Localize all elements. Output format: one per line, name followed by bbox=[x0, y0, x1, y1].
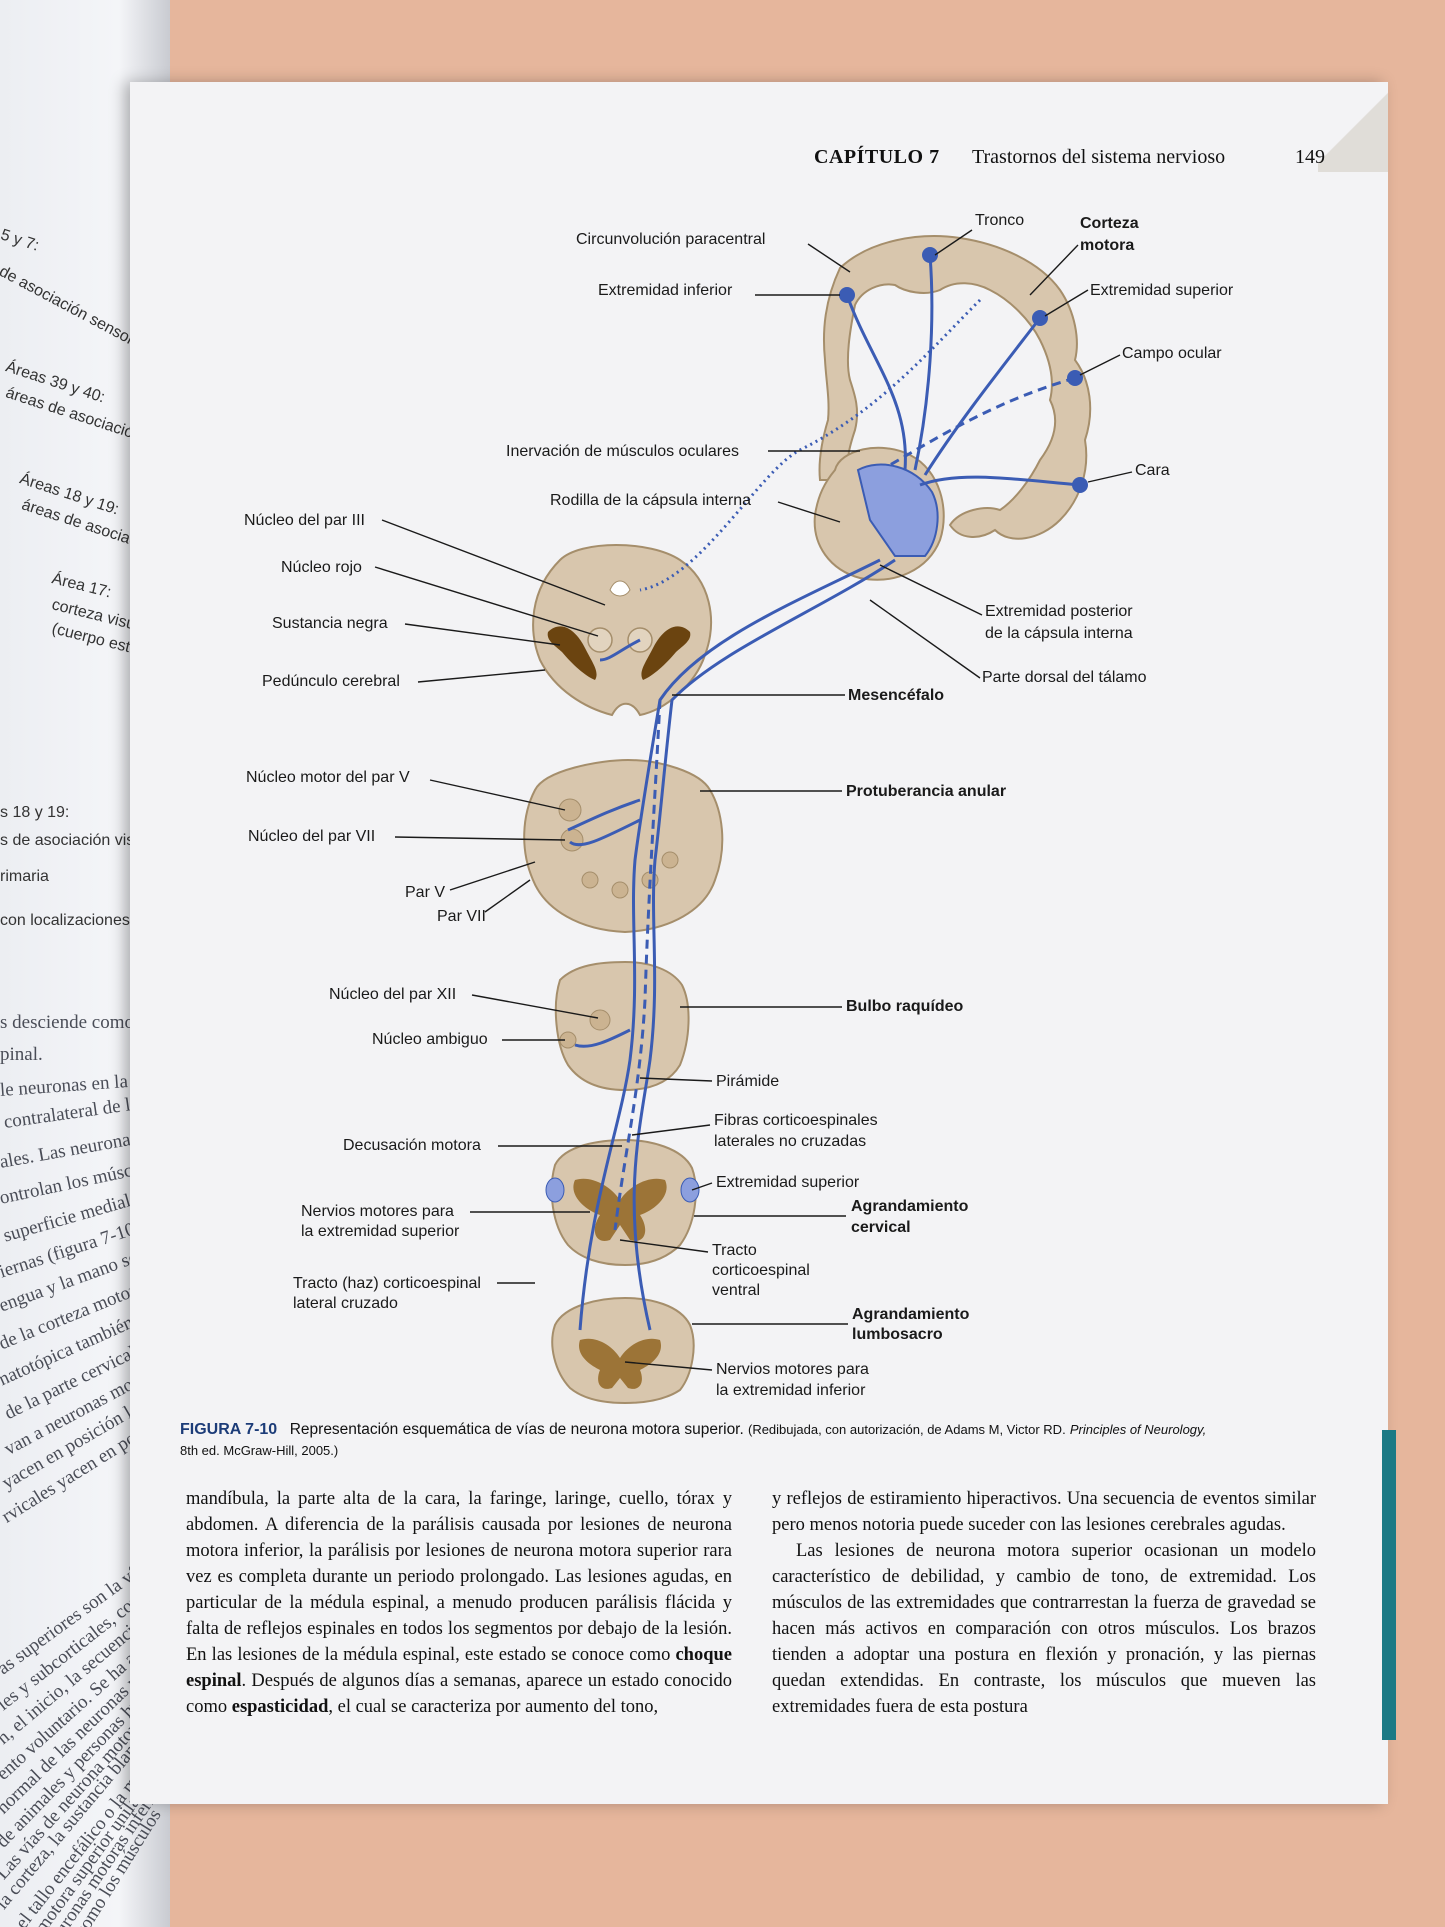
label-nucleo-rojo: Núcleo rojo bbox=[281, 559, 362, 576]
internal-capsule bbox=[856, 463, 939, 557]
label-extremidad-superior-top: Extremidad superior bbox=[1090, 282, 1234, 299]
tract-trunk bbox=[913, 254, 934, 471]
chapter-label: CAPÍTULO 7 bbox=[814, 146, 940, 168]
label-extremidad-inferior: Extremidad inferior bbox=[598, 282, 733, 299]
tract-ocular-dotted bbox=[639, 298, 982, 592]
paragraph: mandíbula, la parte alta de la cara, la … bbox=[186, 1486, 732, 1720]
emphasis-text: choque espinal bbox=[186, 1645, 733, 1691]
label-nucleo-par-vii: Núcleo del par VII bbox=[248, 828, 375, 845]
label-tracto-lateral-2: lateral cruzado bbox=[293, 1295, 398, 1312]
left-fragment: pinal. bbox=[0, 1044, 43, 1065]
body-column-right: y reflejos de estiramiento hiperactivos.… bbox=[772, 1486, 1316, 1720]
label-nucleo-par-iii: Núcleo del par III bbox=[244, 512, 365, 529]
label-inervacion: Inervación de músculos oculares bbox=[506, 443, 739, 460]
motor-pathway-figure: Tronco Corteza motora Circunvolución par… bbox=[244, 212, 1234, 1405]
left-fragment: s de asociación visual bbox=[0, 832, 156, 849]
label-nervios-inf-1: Nervios motores para bbox=[716, 1361, 869, 1378]
pons-section bbox=[523, 758, 724, 934]
tract-lower-limb bbox=[845, 294, 907, 471]
chapter-title: Trastornos del sistema nervioso bbox=[972, 146, 1226, 168]
tract-descending-left bbox=[578, 558, 881, 1331]
substantia-nigra-left bbox=[547, 626, 597, 680]
caption-book: Principles of Neurology, bbox=[1069, 1422, 1207, 1437]
label-agrandamiento-cervical-1: Agrandamiento bbox=[851, 1198, 969, 1215]
label-agrandamiento-lumbosacro-1: Agrandamiento bbox=[852, 1306, 970, 1323]
medulla-section bbox=[554, 960, 690, 1092]
right-page bbox=[130, 82, 1388, 1804]
label-pedunculo: Pedúnculo cerebral bbox=[262, 673, 400, 690]
figure-caption: FIGURA 7-10 Representación esquemática d… bbox=[180, 1419, 1310, 1461]
midbrain-section bbox=[532, 544, 712, 717]
page-edge-tab bbox=[1382, 1430, 1396, 1740]
page-number: 149 bbox=[1295, 146, 1325, 168]
label-agrandamiento-lumbosacro-2: lumbosacro bbox=[852, 1326, 943, 1343]
label-cara: Cara bbox=[1135, 462, 1170, 479]
label-tracto-ventral-3: ventral bbox=[712, 1282, 760, 1299]
label-nervios-sup-1: Nervios motores para bbox=[301, 1203, 454, 1220]
tract-face bbox=[919, 475, 1081, 487]
label-nervios-inf-2: la extremidad inferior bbox=[716, 1382, 866, 1399]
text-run: . Después de algunos días a semanas, apa… bbox=[186, 1671, 732, 1717]
label-fibras-2: laterales no cruzadas bbox=[714, 1133, 866, 1150]
label-tracto-ventral-2: corticoespinal bbox=[712, 1262, 810, 1279]
label-nervios-sup-2: la extremidad superior bbox=[301, 1223, 460, 1240]
label-agrandamiento-cervical-2: cervical bbox=[851, 1219, 911, 1236]
label-parte-dorsal: Parte dorsal del tálamo bbox=[982, 669, 1147, 686]
label-nucleo-motor-v: Núcleo motor del par V bbox=[246, 769, 410, 786]
body-column-left: mandíbula, la parte alta de la cara, la … bbox=[186, 1486, 732, 1720]
tract-brainstem-branches bbox=[567, 638, 641, 1048]
caption-edition: 8th ed. McGraw-Hill, 2005.) bbox=[180, 1443, 339, 1458]
substantia-nigra-right bbox=[641, 626, 691, 680]
label-corteza-motora-1: Corteza bbox=[1080, 215, 1139, 232]
label-mesencefalo: Mesencéfalo bbox=[848, 687, 944, 704]
label-ext-posterior-2: de la cápsula interna bbox=[985, 625, 1133, 642]
label-fibras-1: Fibras corticoespinales bbox=[714, 1112, 878, 1129]
label-campo-ocular: Campo ocular bbox=[1122, 345, 1222, 362]
lumbosacral-gray-matter bbox=[579, 1338, 661, 1389]
tract-upper-limb bbox=[923, 317, 1042, 476]
label-nucleo-par-xii: Núcleo del par XII bbox=[329, 986, 456, 1003]
label-par-v: Par V bbox=[405, 884, 445, 901]
left-fragment: s desciende como el tracto bbox=[0, 1012, 170, 1033]
paragraph: Las lesiones de neurona motora superior … bbox=[772, 1541, 1316, 1717]
left-fragment: rimaria bbox=[0, 868, 49, 885]
tract-descending-right bbox=[632, 558, 896, 1331]
tract-ocular bbox=[889, 376, 1076, 467]
caption-title: Representación esquemática de vías de ne… bbox=[289, 1421, 744, 1438]
label-tronco: Tronco bbox=[975, 212, 1024, 229]
label-extremidad-superior-cord: Extremidad superior bbox=[716, 1174, 860, 1191]
caption-label: FIGURA 7-10 bbox=[180, 1421, 278, 1438]
folded-corner bbox=[1318, 82, 1388, 172]
cervical-gray-matter bbox=[573, 1178, 667, 1241]
label-tracto-ventral-1: Tracto bbox=[712, 1242, 757, 1259]
label-rodilla: Rodilla de la cápsula interna bbox=[550, 492, 751, 509]
label-protuberancia: Protuberancia anular bbox=[846, 783, 1006, 800]
lumbosacral-cord-section bbox=[551, 1296, 695, 1405]
paragraph: y reflejos de estiramiento hiperactivos.… bbox=[772, 1489, 1316, 1535]
label-piramide: Pirámide bbox=[716, 1073, 779, 1090]
text-run: mandíbula, la parte alta de la cara, la … bbox=[186, 1489, 732, 1665]
red-nucleus-left bbox=[587, 627, 613, 653]
text-run: , el cual se caracteriza por aumento del… bbox=[328, 1697, 659, 1717]
label-ext-posterior-1: Extremidad posterior bbox=[985, 603, 1133, 620]
label-decusacion: Decusación motora bbox=[343, 1137, 481, 1154]
emphasis-text: espasticidad bbox=[231, 1697, 329, 1717]
caption-credit: (Redibujada, con autorización, de Adams … bbox=[747, 1422, 1066, 1437]
label-circunvolucion: Circunvolución paracentral bbox=[576, 231, 765, 248]
label-sustancia-negra: Sustancia negra bbox=[272, 615, 388, 632]
label-corteza-motora-2: motora bbox=[1080, 237, 1134, 254]
label-tracto-lateral-1: Tracto (haz) corticoespinal bbox=[293, 1275, 481, 1292]
label-bulbo: Bulbo raquídeo bbox=[846, 998, 964, 1015]
tract-descending-dash bbox=[613, 699, 662, 1231]
label-nucleo-ambiguo: Núcleo ambiguo bbox=[372, 1031, 488, 1048]
label-par-vii: Par VII bbox=[437, 908, 486, 925]
left-fragment: s 18 y 19: bbox=[0, 804, 70, 821]
aqueduct bbox=[609, 580, 631, 597]
left-fragment: con localizaciones funcionales. bbox=[0, 912, 170, 929]
